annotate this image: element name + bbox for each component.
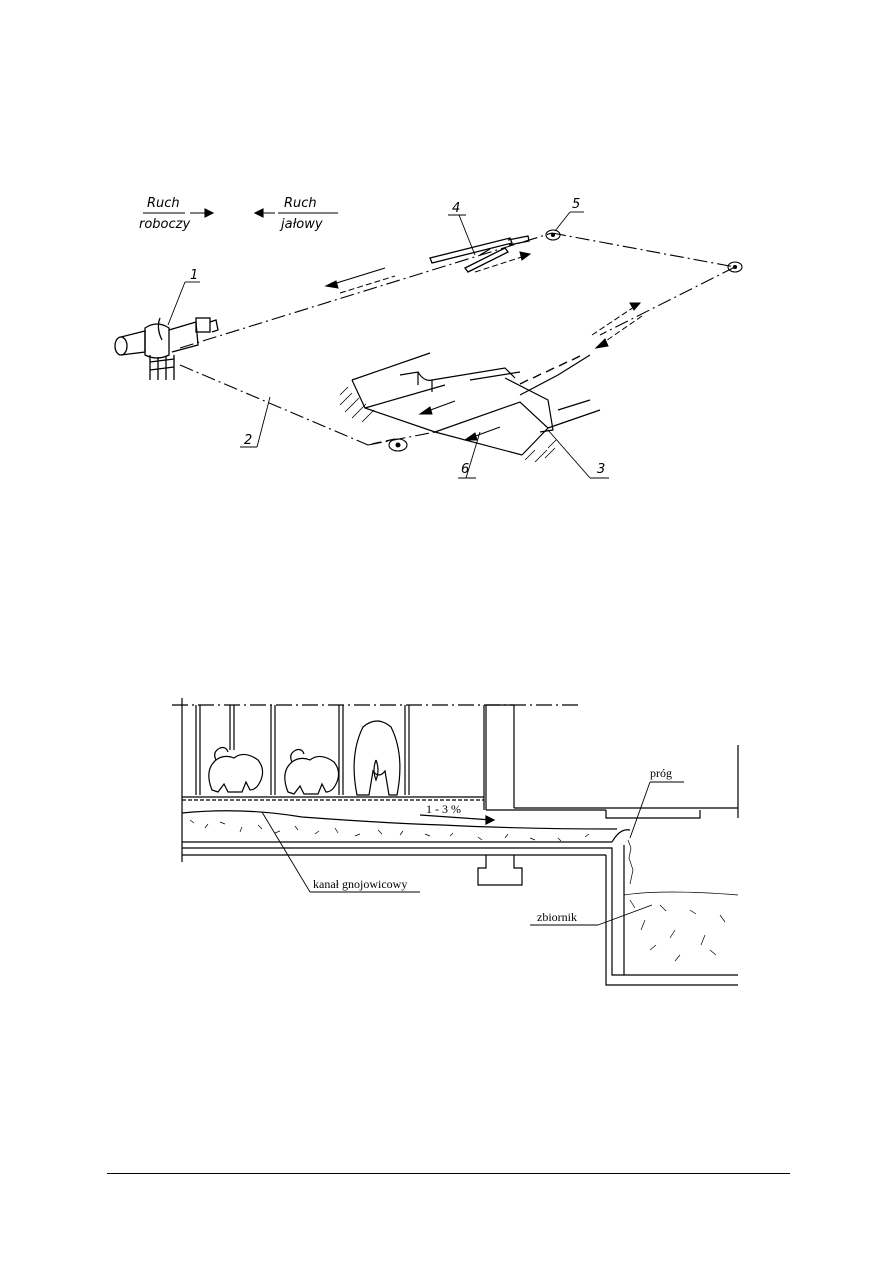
callout-leaders xyxy=(167,211,609,479)
stall-posts xyxy=(195,705,485,810)
cow-3 xyxy=(353,720,401,796)
motion-arrows xyxy=(324,251,643,441)
slurry-texture xyxy=(189,819,739,962)
label-tank: zbiornik xyxy=(537,910,577,924)
cow-1 xyxy=(208,746,264,793)
wall-column xyxy=(485,704,515,810)
slope-arrow xyxy=(419,814,496,825)
drive-unit xyxy=(114,317,219,380)
floor-slats xyxy=(182,796,484,801)
slurry-channel xyxy=(181,810,738,986)
pulley-corner xyxy=(727,261,743,273)
legend-idle-line1: Ruch xyxy=(284,196,317,211)
label-leaders xyxy=(261,781,684,926)
manure-channel xyxy=(351,352,601,456)
scraper-4 xyxy=(429,235,530,273)
label-channel: kanał gnojowicowy xyxy=(313,877,407,891)
cow-2 xyxy=(284,748,340,795)
legend-working-line1: Ruch xyxy=(147,196,180,211)
callout-1: 1 xyxy=(190,268,198,283)
footer-rule xyxy=(107,1173,790,1174)
callout-2: 2 xyxy=(244,433,252,448)
scraper-conveyor-diagram: Ruch roboczy Ruch jałowy xyxy=(114,196,743,479)
pulley-bottom xyxy=(388,438,408,452)
pulley-5 xyxy=(545,229,561,241)
label-slope: 1 - 3 % xyxy=(426,802,461,816)
slurry-channel-diagram: próg 1 - 3 % kanał gnojowicowy zbiornik xyxy=(172,698,739,986)
label-threshold: próg xyxy=(650,766,672,780)
ground-hatch xyxy=(339,386,557,463)
chain-loop xyxy=(179,232,736,446)
corridor-floor xyxy=(486,775,739,819)
callout-5: 5 xyxy=(572,197,580,212)
legend-idle-motion: Ruch jałowy xyxy=(253,196,338,232)
callout-4: 4 xyxy=(452,201,460,216)
legend-idle-line2: jałowy xyxy=(279,217,323,232)
support-footing xyxy=(477,855,523,886)
legend-working-motion: Ruch roboczy xyxy=(139,196,215,232)
legend-working-line2: roboczy xyxy=(139,217,190,232)
callout-3: 3 xyxy=(597,462,605,477)
callout-6: 6 xyxy=(461,462,469,477)
